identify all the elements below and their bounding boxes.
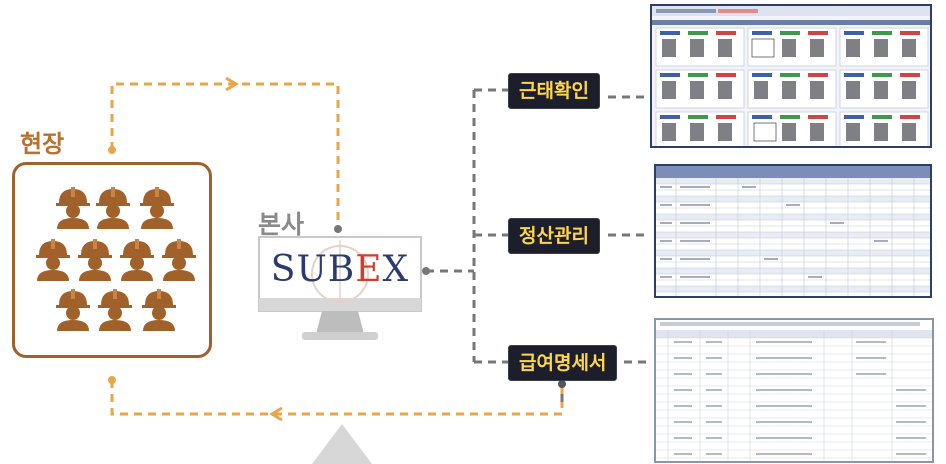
hardhat-worker-icon (36, 239, 70, 281)
payslip-screenshot (654, 318, 934, 463)
hardhat-worker-icon (142, 289, 176, 331)
site-bottom-dot (108, 376, 116, 384)
hardhat-worker-icon (56, 289, 90, 331)
settlement-thumbnail (656, 166, 930, 296)
hardhat-worker-icon (78, 239, 112, 281)
workers-group (36, 187, 196, 331)
hardhat-worker-icon (162, 239, 196, 281)
site-to-hq-line (110, 82, 340, 228)
hardhat-worker-icon (98, 289, 132, 331)
attendance-thumbnail (652, 6, 930, 146)
site-top-dot (108, 146, 116, 154)
decorative-triangle (312, 424, 372, 464)
attendance-label: 근태확인 (508, 73, 600, 109)
hardhat-worker-icon (140, 187, 174, 229)
attendance-screenshot (650, 4, 932, 148)
hq-right-dot (422, 267, 430, 275)
arrow-right-icon (225, 76, 239, 92)
site-title: 현장 (20, 130, 65, 158)
hq-top-dot (334, 225, 342, 233)
hq-title: 본사 (258, 210, 305, 239)
arrow-left-icon (269, 406, 283, 422)
payslip-thumbnail (656, 322, 932, 461)
payslip-label: 급여명세서 (508, 345, 618, 381)
hardhat-worker-icon (56, 187, 90, 229)
hardhat-worker-icon (96, 187, 130, 229)
payslip-to-site-line (110, 372, 564, 416)
monitor-icon (258, 236, 422, 340)
settlement-label: 정산관리 (508, 218, 600, 254)
payslip-bottom-dot (558, 380, 566, 388)
site-box (12, 162, 212, 358)
hardhat-worker-icon (120, 239, 154, 281)
settlement-screenshot (654, 164, 932, 298)
subex-logo: SUBEX (270, 249, 410, 290)
